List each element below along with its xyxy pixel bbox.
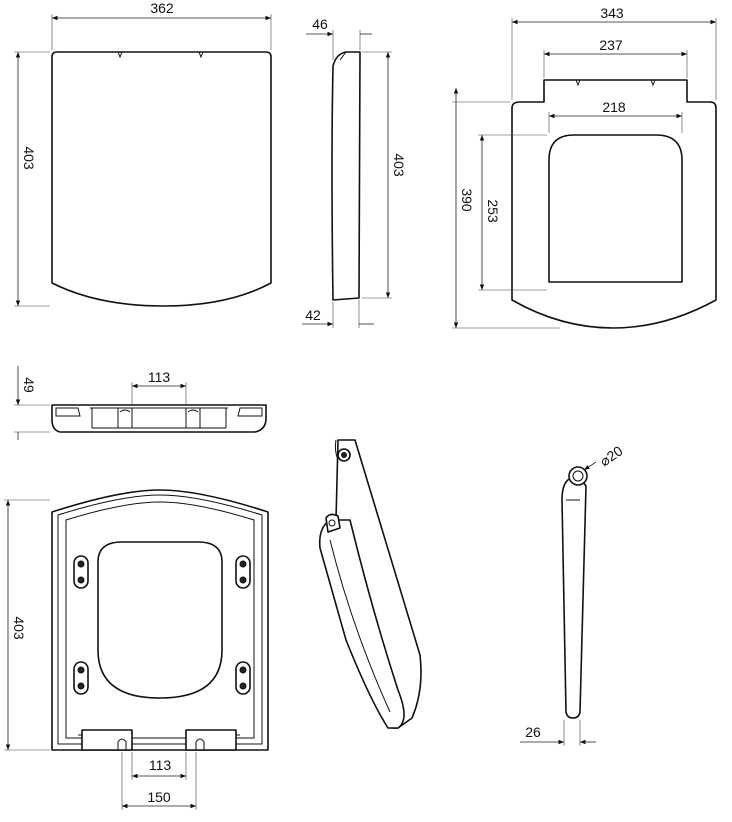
lid-width-label: 362 [150,0,174,16]
lid-height-label: 403 [21,146,37,170]
hinge-depth-label: 26 [525,724,541,740]
lid-front-view: 362 403 [14,0,272,307]
under-hinge-spacing-label: 113 [149,757,172,773]
lid-side-view: 46 403 42 [302,16,407,328]
ring-opening-width-label: 218 [602,99,626,115]
hinge-side-view: ⌀20 26 [520,442,626,746]
rear-height-label: 49 [21,377,37,393]
ring-width-label: 343 [600,5,624,21]
under-hinge-outer-label: 150 [147,789,171,805]
side-top-label: 46 [312,16,328,32]
underside-view: 403 113 150 [4,489,269,810]
ring-opening-height-label: 253 [485,199,501,223]
buffer-pads [73,555,251,695]
isometric-view [318,439,422,729]
rear-hinge-spacing-label: 113 [148,369,171,385]
side-bottom-label: 42 [305,307,321,323]
ring-hinge-width-label: 237 [599,37,623,53]
side-height-label: 403 [391,153,407,177]
ring-height-label: 390 [459,188,475,212]
rear-view: 49 113 [14,366,267,440]
hinge-diameter-label: ⌀20 [597,442,626,469]
seat-ring-view: 343 237 218 390 253 [452,5,717,329]
under-height-label: 403 [11,616,27,640]
